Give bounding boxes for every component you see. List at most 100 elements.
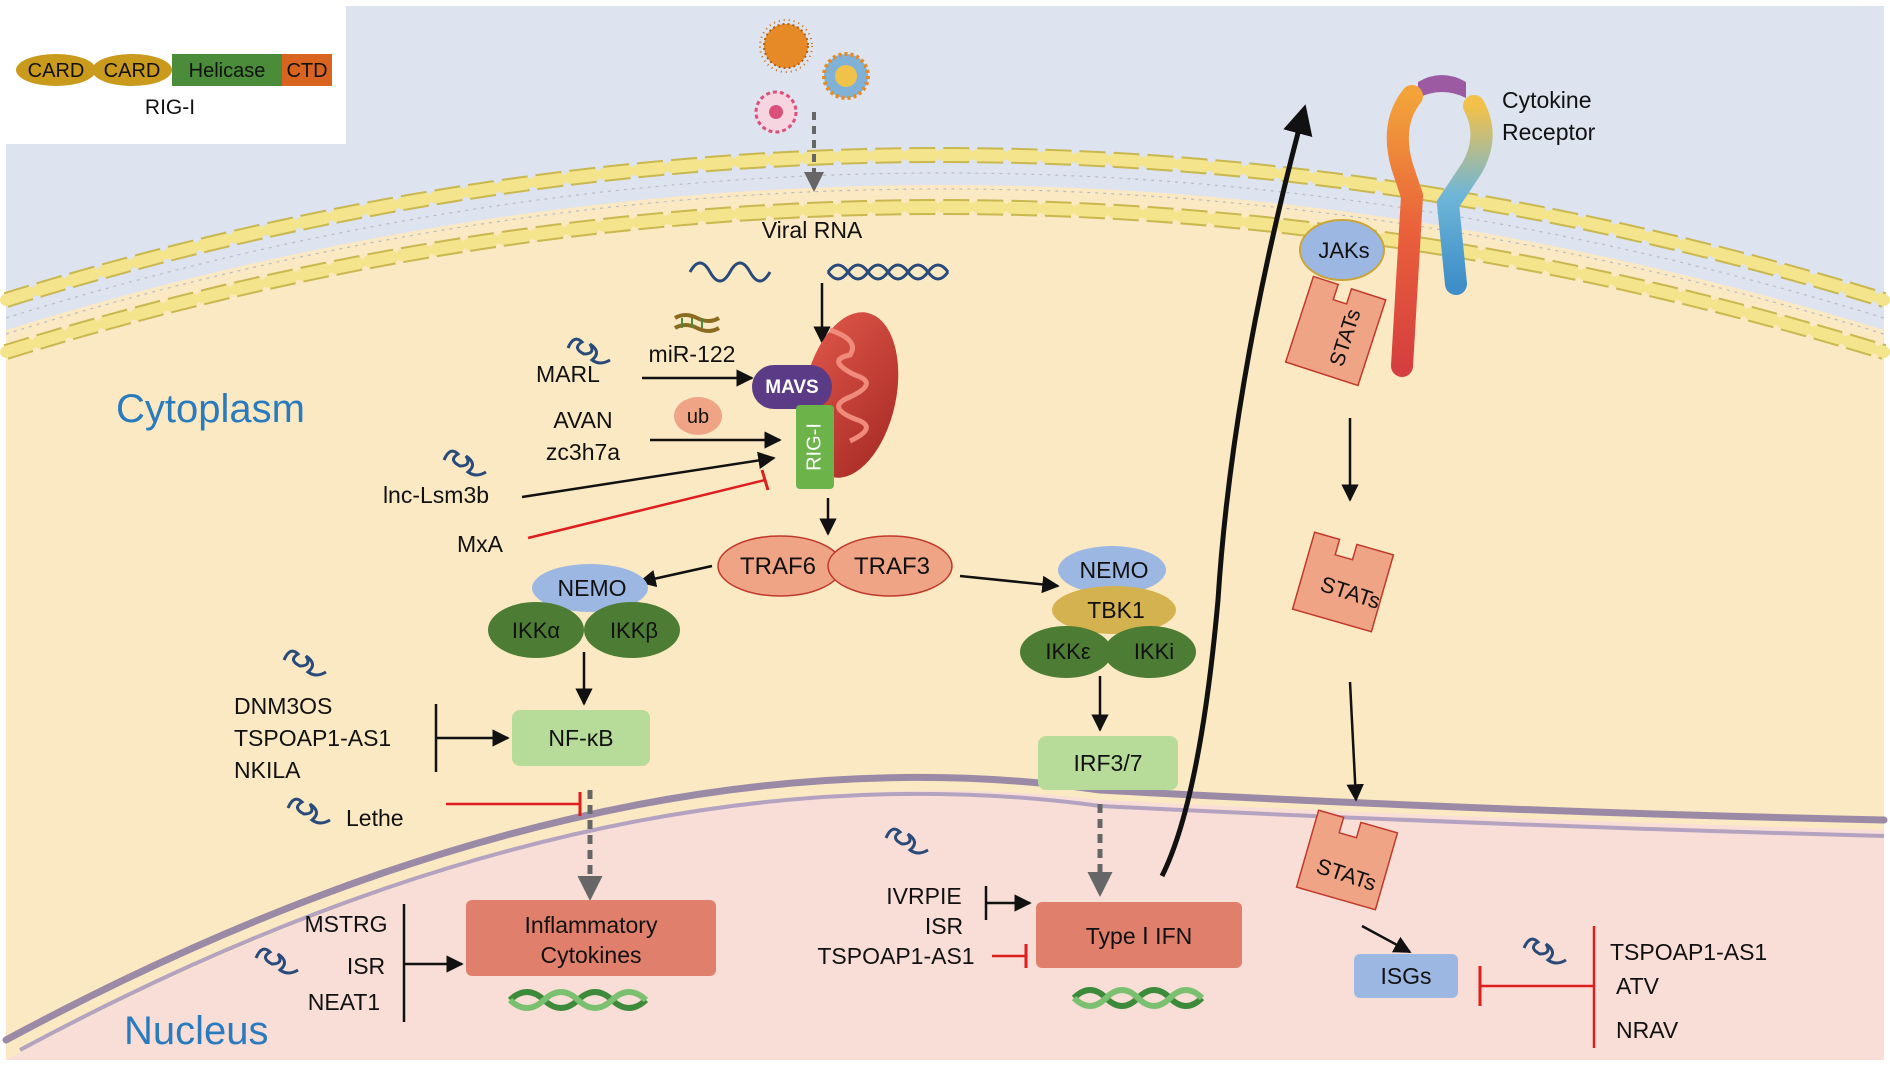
viral-rna-label: Viral RNA (762, 217, 863, 243)
mstrg-label: MSTRG (304, 911, 387, 937)
receptor-label-1: Cytokine (1502, 87, 1591, 113)
virus-icon (822, 52, 870, 100)
jaks-node (1299, 219, 1385, 281)
helicase-domain (172, 54, 282, 86)
tspoap1as1-label-ifn: TSPOAP1-AS1 (817, 943, 974, 969)
tbk1-node (1052, 586, 1176, 634)
traf3-label: TRAF3 (854, 553, 930, 580)
tspoap1as1-label-isg: TSPOAP1-AS1 (1610, 939, 1767, 965)
traf6-label: TRAF6 (740, 553, 816, 580)
legend-card-2: CARD (104, 60, 161, 82)
isgs-node (1354, 954, 1458, 998)
nemo-node-left (532, 564, 648, 612)
marl-label: MARL (536, 361, 600, 387)
stats-arrow-2 (1346, 681, 1364, 802)
inflammatory-cytokines-node (466, 900, 716, 976)
lncrna-icon (442, 449, 487, 477)
legend-card-1: CARD (28, 60, 85, 82)
mir122-label: miR-122 (649, 341, 736, 367)
ub-label: ub (687, 406, 709, 428)
nemo-node-right (1058, 546, 1166, 594)
ifn-label: Type Ⅰ IFN (1086, 923, 1192, 949)
mxa-inhibit-line (527, 478, 766, 540)
atv-label: ATV (1616, 973, 1660, 999)
inflammatory-label-2: Cytokines (541, 942, 642, 968)
cytoplasm-title: Cytoplasm (116, 387, 305, 431)
ctd-domain (282, 54, 332, 86)
ikki-node (1104, 626, 1196, 678)
mxa-inhibit-bar (760, 469, 770, 491)
legend-rigi-name: RIG-I (145, 96, 195, 119)
ivrpie-label: IVRPIE (886, 883, 961, 909)
inflammatory-label-1: Inflammatory (525, 912, 658, 938)
nemo-label-right: NEMO (1080, 557, 1149, 583)
lnclsm3b-arrow (521, 451, 776, 499)
avan-label: AVAN (553, 407, 612, 433)
lncrna-icon (1522, 937, 1567, 965)
jaks-label: JAKs (1318, 238, 1369, 263)
card-domain-2 (92, 54, 172, 86)
ikkb-label: IKKβ (610, 618, 658, 643)
cytokine-receptor-icon (1386, 75, 1493, 377)
stats-to-isgs-arrow (1361, 924, 1412, 954)
card-domain-1 (16, 54, 96, 86)
rigi-node (796, 405, 834, 489)
stats-node-nucleus (1295, 809, 1399, 911)
isr-label-2: ISR (925, 913, 963, 939)
lncrna-icon (282, 649, 327, 677)
lncrna-icon (286, 797, 331, 825)
virus-particles (754, 19, 870, 134)
nfkb-node (512, 710, 650, 766)
ikka-label: IKKα (512, 618, 560, 643)
ub-node (674, 397, 722, 435)
nfkb-label: NF-κB (548, 725, 613, 751)
mavs-label: MAVS (765, 377, 818, 398)
lncrna-icon (884, 827, 929, 855)
lncrna-icon (254, 947, 299, 975)
stats-node-receptor (1284, 275, 1387, 387)
nemo-label-left: NEMO (558, 575, 627, 601)
tbk1-label: TBK1 (1087, 597, 1145, 623)
dsrna-icon (826, 263, 950, 281)
mavs-node (752, 365, 832, 409)
ikkb-node (584, 602, 680, 658)
mxa-label: MxA (457, 531, 504, 557)
ssrna-icon (688, 261, 772, 283)
stats-node-cytoplasm (1291, 531, 1395, 633)
neat1-label: NEAT1 (308, 989, 380, 1015)
isr-label-1: ISR (347, 953, 385, 979)
traf-to-tbk1-arrow (959, 574, 1060, 594)
nrav-label: NRAV (1616, 1017, 1679, 1043)
nucleus-title: Nucleus (124, 1009, 269, 1053)
irf-label: IRF3/7 (1073, 750, 1142, 776)
irf-node (1038, 736, 1178, 790)
ikki-label: IKKi (1134, 639, 1174, 664)
ikke-label: IKKε (1045, 639, 1090, 664)
lncrna-icon (566, 337, 611, 365)
dnm3os-label: DNM3OS (234, 693, 332, 719)
virus-icon (759, 19, 813, 73)
virus-icon (754, 90, 798, 134)
traf-to-nemo-arrow (638, 564, 713, 588)
dna-icon (507, 989, 649, 1011)
rigi-label: RIG-I (803, 423, 825, 471)
rigi-domain-legend: CARD CARD Helicase CTD RIG-I (16, 54, 332, 119)
mirna-icon (673, 313, 721, 333)
receptor-label-2: Receptor (1502, 119, 1596, 145)
ikke-node (1020, 626, 1112, 678)
traf3-node (827, 535, 953, 597)
lnclsm3b-label: lnc-Lsm3b (383, 482, 489, 508)
zc3h7a-label: zc3h7a (546, 439, 620, 465)
type1-ifn-node (1036, 902, 1242, 968)
lethe-label: Lethe (346, 805, 404, 831)
dna-icon (1071, 987, 1205, 1009)
tspoap1as1-label-nfkb: TSPOAP1-AS1 (234, 725, 391, 751)
nkila-label: NKILA (234, 757, 301, 783)
isgs-label: ISGs (1380, 963, 1431, 989)
ifn-secretion-arrow (1159, 104, 1313, 878)
ikka-node (488, 602, 584, 658)
legend-ctd: CTD (286, 60, 327, 82)
legend-helicase: Helicase (189, 60, 266, 82)
